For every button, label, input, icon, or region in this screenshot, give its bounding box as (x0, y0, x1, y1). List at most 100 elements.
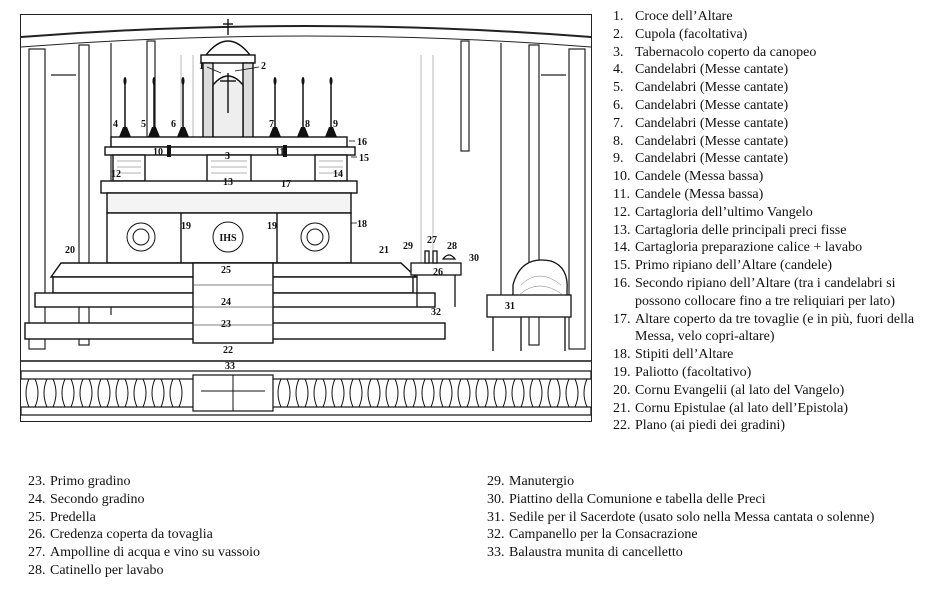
antependium-monogram: IHS (219, 233, 237, 244)
legend-item: 14.Cartagloria preparazione calice + lav… (613, 239, 938, 257)
legend-number: 11. (613, 186, 630, 202)
callout-number: 2 (261, 61, 266, 72)
legend-text: Cartagloria dell’ultimo Vangelo (635, 204, 813, 220)
legend-text: Piattino della Comunione e tabella delle… (509, 491, 766, 507)
callout-number: 9 (333, 119, 338, 130)
legend-text: Tabernacolo coperto da canopeo (635, 44, 817, 60)
callout-number: 28 (447, 241, 457, 252)
legend-number: 6. (613, 97, 624, 113)
callout-number: 12 (111, 169, 121, 180)
legend-item: 3. Tabernacolo coperto da canopeo (613, 44, 938, 62)
legend-number: 22. (613, 418, 631, 434)
legend-item: 1.Croce dell’Altare (613, 8, 938, 26)
legend-item: 12.Cartagloria dell’ultimo Vangelo (613, 204, 938, 222)
callout-number: 19 (181, 221, 191, 232)
legend-text: Credenza coperta da tovaglia (50, 527, 213, 543)
legend-item: 18.Stipiti dell’Altare (613, 346, 938, 364)
legend-number: 28. (28, 562, 46, 578)
legend-number: 32. (487, 527, 505, 543)
callout-number: 8 (305, 119, 310, 130)
legend-text: Manutergio (509, 474, 575, 489)
callout-number: 15 (359, 153, 369, 164)
callout-number: 13 (223, 177, 233, 188)
legend-number: 7. (613, 115, 624, 131)
legend-item: 30.Piattino della Comunione e tabella de… (487, 491, 937, 509)
legend-number: 29. (487, 474, 505, 489)
legend-number: 14. (613, 240, 631, 256)
callout-number: 4 (113, 119, 118, 130)
legend-number: 26. (28, 527, 46, 543)
legend-text: Stipiti dell’Altare (635, 347, 734, 363)
callout-number: 6 (171, 119, 176, 130)
legend-number: 18. (613, 347, 631, 363)
legend-item: 9.Candelabri (Messe cantate) (613, 150, 938, 168)
legend-text: Sedile per il Sacerdote (usato solo nell… (509, 509, 875, 525)
legend-item: 13.Cartagloria delle principali preci fi… (613, 222, 938, 240)
legend-number: 12. (613, 204, 631, 220)
legend-number: 16. (613, 275, 631, 291)
callout-number: 23 (221, 319, 231, 330)
legend-item: 23. Primo gradino (28, 473, 468, 491)
legend-number: 27. (28, 545, 46, 561)
legend-text: Secondo gradino (50, 491, 145, 507)
legend-number: 19. (613, 364, 631, 380)
legend-item: 7. Candelabri (Messe cantate) (613, 115, 938, 133)
legend-item: 2.Cupola (facoltativa) (613, 26, 938, 44)
legend-number: 4. (613, 62, 624, 78)
legend-number: 25. (28, 509, 46, 525)
legend-item: 28.Catinello per lavabo (28, 562, 468, 580)
legend-number: 13. (613, 222, 631, 238)
legend-item: 6.Candelabri (Messe cantate) (613, 97, 938, 115)
legend-text: Predella (50, 509, 96, 525)
callout-number: 16 (357, 137, 367, 148)
legend-number: 23. (28, 474, 46, 489)
legend-number: 20. (613, 382, 631, 398)
legend-item: 25.Predella (28, 509, 468, 527)
legend-item: 24.Secondo gradino (28, 491, 468, 509)
legend-item: 17.Altare coperto da tre tovaglie (e in … (613, 311, 938, 347)
callout-number: 7 (269, 119, 274, 130)
legend-number: 33. (487, 545, 505, 561)
callout-number: 33 (225, 361, 235, 372)
legend-number: 10. (613, 169, 631, 185)
legend-item: 31.Sedile per il Sacerdote (usato solo n… (487, 509, 937, 527)
callout-number: 1 (199, 61, 204, 72)
legend-text: Croce dell’Altare (635, 9, 733, 24)
legend-number: 31. (487, 509, 505, 525)
legend-item: 19.Paliotto (facoltativo) (613, 364, 938, 382)
legend-text: Candele (Messa bassa) (635, 169, 764, 185)
callout-number: 14 (333, 169, 343, 180)
legend-item: 20.Cornu Evangelii (al lato del Vangelo) (613, 382, 938, 400)
callout-number: 19 (267, 221, 277, 232)
legend-text: Catinello per lavabo (50, 562, 164, 578)
legend-item: 29. Manutergio (487, 473, 937, 491)
callout-number: 17 (281, 179, 291, 190)
legend-text: Candelabri (Messe cantate) (635, 80, 789, 96)
legend-item: 32.Campanello per la Consacrazione (487, 526, 937, 544)
legend-text: Ampolline di acqua e vino su vassoio (50, 545, 260, 561)
legend-number: 21. (613, 400, 631, 416)
legend-number: 8. (613, 133, 624, 149)
legend-text: Paliotto (facoltativo) (635, 364, 752, 380)
legend-item: 5. Candelabri (Messe cantate) (613, 79, 938, 97)
legend-text: Primo gradino (50, 474, 131, 489)
legend-item: 21.Cornu Epistulae (al lato dell’Epistol… (613, 400, 938, 418)
callout-number: 26 (433, 267, 443, 278)
callout-number: 29 (403, 241, 413, 252)
legend-number: 15. (613, 258, 631, 274)
legend-item: 4.Candelabri (Messe cantate) (613, 61, 938, 79)
legend-text: Cartagloria delle principali preci fisse (635, 222, 847, 238)
legend-text: Candelabri (Messe cantate) (635, 133, 789, 149)
legend-number: 5. (613, 80, 624, 96)
legend-number: 24. (28, 491, 46, 507)
callout-number: 10 (153, 147, 163, 158)
legend-number: 30. (487, 491, 505, 507)
callout-number: 5 (141, 119, 146, 130)
legend-text: Candelabri (Messe cantate) (635, 115, 789, 131)
legend-item: 15.Primo ripiano dell’Altare (candele) (613, 257, 938, 275)
legend-bottom-right: 29. Manutergio 30.Piattino della Comunione… (487, 473, 937, 562)
legend-item: 16.Secondo ripiano dell’Altare (tra i ca… (613, 275, 938, 311)
legend-number: 3. (613, 44, 624, 60)
